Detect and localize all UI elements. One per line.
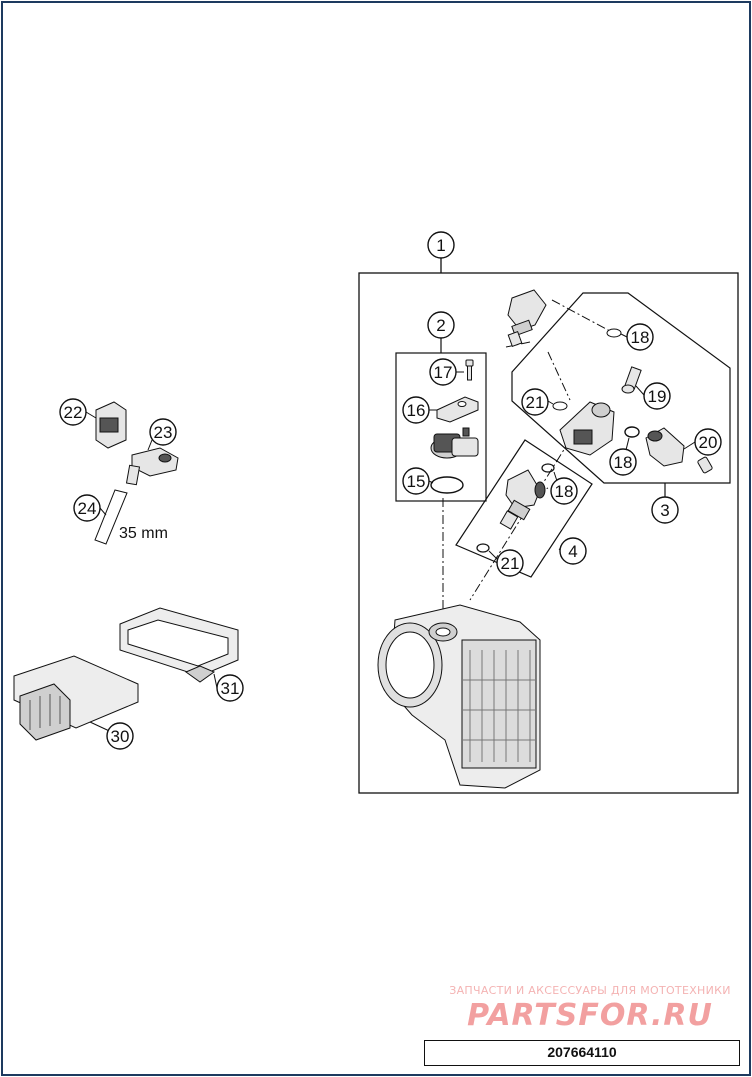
seal-18c: [541, 463, 555, 473]
callout-15: [402, 467, 430, 495]
screw-17: [465, 359, 474, 381]
drawing-part-number: 207664110: [424, 1040, 740, 1066]
callout-18a: [626, 323, 654, 351]
callout-2-label: 2: [436, 316, 445, 335]
callout-18b: [609, 448, 637, 476]
assembly-1-box: [358, 272, 739, 794]
seal-21a: [552, 401, 568, 411]
callout-1: [427, 231, 455, 259]
callout-19: [643, 382, 671, 410]
callout-17-label: 17: [434, 363, 453, 382]
callout-15-label: 15: [407, 472, 426, 491]
callout-24-label: 24: [78, 499, 97, 518]
watermark-logo: PARTSFOR.RU: [467, 998, 713, 1033]
callout-21a-label: 21: [526, 393, 545, 412]
callout-20-label: 20: [699, 433, 718, 452]
ecu-bracket-31: [119, 607, 239, 683]
callout-21b-label: 21: [501, 554, 520, 573]
seal-18a: [606, 328, 622, 338]
hose-length-label: 35 mm: [119, 525, 168, 542]
ecu-30: [13, 655, 139, 741]
sensor-23: [125, 447, 179, 486]
callout-22-label: 22: [64, 403, 83, 422]
callout-30-label: 30: [111, 727, 130, 746]
callout-18b-label: 18: [614, 453, 633, 472]
injector-4: [499, 469, 546, 530]
watermark-tagline: ЗАПЧАСТИ И АКСЕССУАРЫ ДЛЯ МОТОТЕХНИКИ: [449, 984, 731, 997]
hose-24: [94, 489, 128, 545]
callout-22: [59, 398, 87, 426]
bracket-16: [436, 396, 479, 423]
callout-23: [149, 418, 177, 446]
callout-3-label: 3: [660, 501, 669, 520]
o-ring-15: [430, 476, 464, 494]
seal-18b: [624, 426, 640, 438]
injector-upper: [507, 289, 547, 347]
callout-4-label: 4: [568, 542, 577, 561]
assembly-3-box: [511, 292, 731, 484]
sensor-15: [430, 427, 479, 459]
callout-20: [694, 428, 722, 456]
sensor-20: [645, 427, 713, 474]
callout-24: [73, 494, 101, 522]
callout-18a-label: 18: [631, 328, 650, 347]
fuel-rail: [559, 401, 615, 456]
callout-30: [106, 722, 134, 750]
callout-17: [429, 358, 457, 386]
callout-3: [651, 496, 679, 524]
callout-2: [427, 311, 455, 339]
connector-22: [95, 401, 127, 449]
callout-18c-label: 18: [555, 482, 574, 501]
callout-16-label: 16: [407, 401, 426, 420]
seal-21b: [476, 543, 490, 553]
callout-21a: [521, 388, 549, 416]
pin-19: [621, 366, 642, 394]
callout-19-label: 19: [648, 387, 667, 406]
callout-21b: [496, 549, 524, 577]
callout-31: [216, 674, 244, 702]
callout-1-label: 1: [436, 236, 445, 255]
callout-23-label: 23: [154, 423, 173, 442]
callout-16: [402, 396, 430, 424]
callout-18c: [550, 477, 578, 505]
throttle-body: [377, 604, 541, 789]
assembly-4-box: [455, 439, 593, 578]
callout-31-label: 31: [221, 679, 240, 698]
callout-4: [559, 537, 587, 565]
